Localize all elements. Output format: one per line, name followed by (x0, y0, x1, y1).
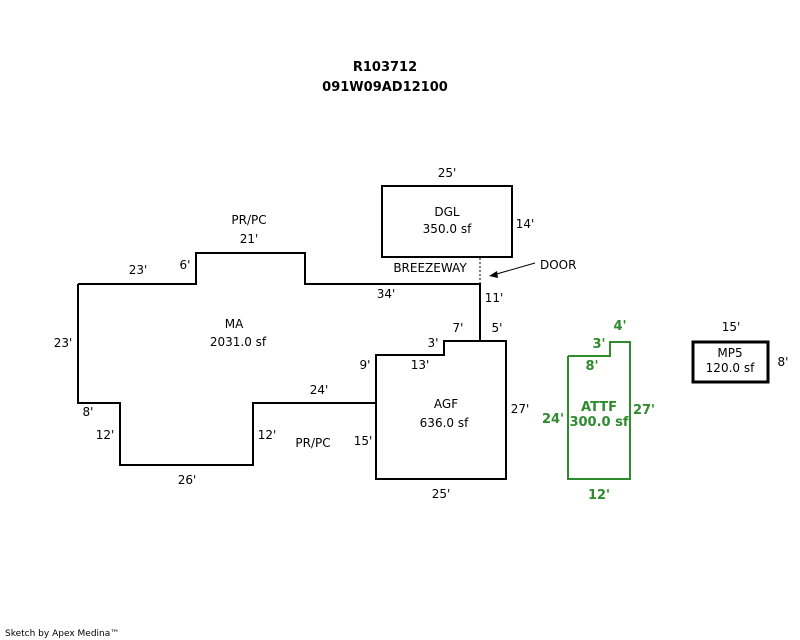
ma-12-left-dim: 12' (96, 428, 115, 442)
attf-3-dim: 3' (592, 337, 605, 352)
mp5-code: MP5 (717, 346, 742, 360)
dgl-top-dim: 25' (438, 166, 457, 180)
attf-27-dim: 27' (633, 403, 655, 418)
sketch-credit: Sketch by Apex Medina™ (5, 629, 119, 639)
mp5-8-dim: 8' (778, 355, 789, 369)
agf-3-dim: 3' (428, 336, 439, 350)
agf-15-dim: 15' (354, 434, 373, 448)
dgl-area: 350.0 sf (423, 222, 472, 236)
agf-25-dim: 25' (432, 487, 451, 501)
ma-top-left-dim: 23' (129, 263, 148, 277)
attf-area: 300.0 sf (569, 415, 628, 430)
ma-left-dim: 23' (54, 336, 73, 350)
parcel-id: R103712 (353, 60, 417, 75)
door-label: DOOR (540, 258, 576, 272)
agf-area: 636.0 sf (420, 416, 469, 430)
dgl-outline (381, 185, 513, 258)
agf-outline (375, 340, 480, 403)
agf-13-dim: 13' (411, 358, 430, 372)
ma-12-right-dim: 12' (258, 428, 277, 442)
map-number: 091W09AD12100 (322, 80, 448, 95)
ma-outline (77, 252, 507, 480)
ma-8-dim: 8' (83, 405, 94, 419)
attf-outline (567, 341, 631, 480)
attf-4-dim: 4' (613, 319, 626, 334)
door-arrowhead (489, 271, 498, 278)
agf-5-dim: 5' (492, 321, 503, 335)
ma-top-34-dim: 34' (377, 287, 396, 301)
agf-9-dim: 9' (360, 358, 371, 372)
breezeway-label: BREEZEWAY (393, 261, 467, 275)
attf-12-dim: 12' (588, 488, 610, 503)
mp5-area: 120.0 sf (706, 361, 755, 375)
agf-27-dim: 27' (511, 402, 530, 416)
door-arrow (492, 262, 536, 276)
pr-pc-bottom-label: PR/PC (295, 436, 330, 450)
ma-area: 2031.0 sf (210, 335, 267, 349)
ma-code: MA (225, 317, 244, 331)
dgl-code: DGL (434, 205, 460, 219)
agf-code: AGF (434, 397, 458, 411)
pr-pc-top-label: PR/PC (231, 213, 266, 227)
attf-code: ATTF (581, 400, 617, 415)
ma-24-dim: 24' (310, 383, 329, 397)
mp5-outline (691, 340, 770, 384)
ma-26-dim: 26' (178, 473, 197, 487)
ma-step-dim: 6' (180, 258, 191, 272)
breezeway-dim: 11' (485, 291, 504, 305)
dgl-right-dim: 14' (516, 217, 535, 231)
attf-8-dim: 8' (585, 359, 598, 374)
attf-24-dim: 24' (542, 412, 564, 427)
agf-7-dim: 7' (453, 321, 464, 335)
pr-top-dim: 21' (240, 232, 259, 246)
mp5-15-dim: 15' (722, 320, 741, 334)
